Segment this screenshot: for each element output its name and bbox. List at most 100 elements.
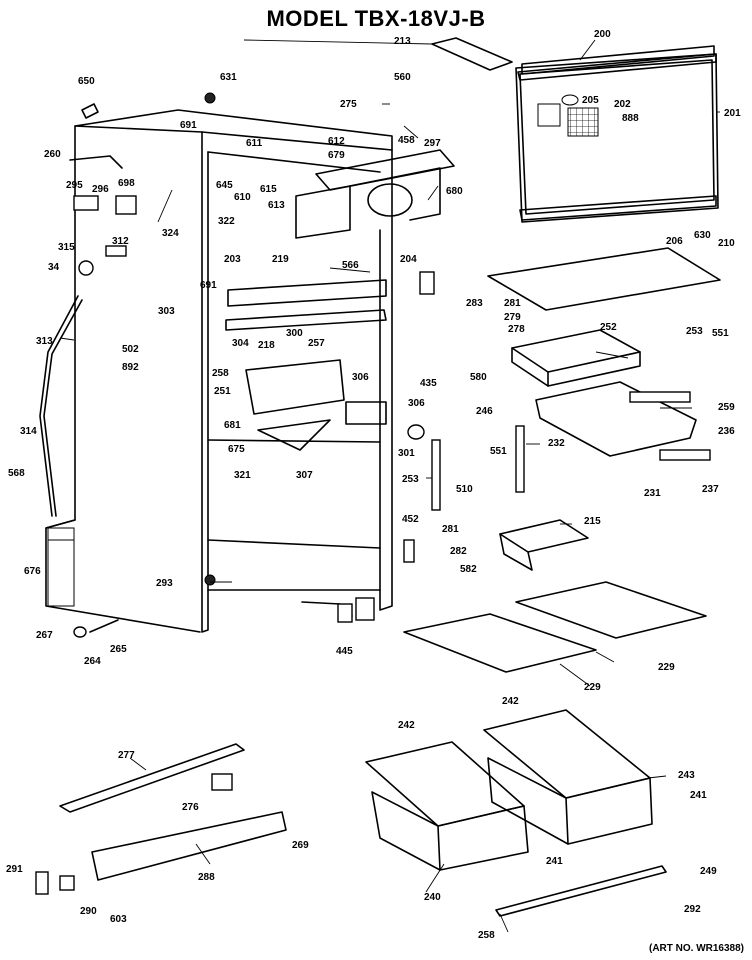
callout-293: 293 (156, 578, 173, 589)
shelf-229-left (403, 613, 597, 673)
callout-283: 283 (466, 298, 483, 309)
callout-213: 213 (394, 36, 411, 47)
callout-201: 201 (724, 108, 741, 119)
callout-630: 630 (694, 230, 711, 241)
callout-679: 679 (328, 150, 345, 161)
callout-675: 675 (228, 444, 245, 455)
callout-582: 582 (460, 564, 477, 575)
callout-260: 260 (44, 149, 61, 160)
callout-219: 219 (272, 254, 289, 265)
callout-257: 257 (308, 338, 325, 349)
crisper-right (483, 709, 653, 845)
callout-241-left: 241 (546, 856, 563, 867)
callout-307: 307 (296, 470, 313, 481)
callout-452: 452 (402, 514, 419, 525)
callout-200: 200 (594, 29, 611, 40)
callout-650: 650 (78, 76, 95, 87)
callout-246: 246 (476, 406, 493, 417)
callout-34: 34 (48, 262, 60, 273)
callout-306-bot: 306 (408, 398, 425, 409)
crisper-left (365, 741, 529, 871)
callout-510: 510 (456, 484, 473, 495)
callout-322: 322 (218, 216, 235, 227)
callout-315: 315 (58, 242, 75, 253)
callout-631: 631 (220, 72, 237, 83)
callout-282: 282 (450, 546, 467, 557)
callout-279: 279 (504, 312, 521, 323)
callout-290: 290 (80, 906, 97, 917)
callout-258-mid: 258 (212, 368, 229, 379)
callout-206: 206 (666, 236, 683, 247)
callout-313: 313 (36, 336, 53, 347)
shelf-206 (487, 247, 721, 311)
callout-314: 314 (20, 426, 37, 437)
callout-312: 312 (112, 236, 129, 247)
callout-269: 269 (292, 840, 309, 851)
callout-277: 277 (118, 750, 135, 761)
callout-259: 259 (718, 402, 735, 413)
callout-698: 698 (118, 178, 135, 189)
callout-300: 300 (286, 328, 303, 339)
callout-888: 888 (622, 113, 639, 124)
callout-291: 291 (6, 864, 23, 875)
callout-275: 275 (340, 99, 357, 110)
callout-303: 303 (158, 306, 175, 317)
drain-tube (39, 295, 83, 517)
callout-281-bot: 281 (442, 524, 459, 535)
callout-236: 236 (718, 426, 735, 437)
callout-242-right: 242 (502, 696, 519, 707)
control-housing (225, 279, 387, 451)
shelf-229-right (515, 581, 707, 639)
callout-249: 249 (700, 866, 717, 877)
drawer-slide-258 (495, 865, 667, 917)
callout-215: 215 (584, 516, 601, 527)
callout-297: 297 (424, 138, 441, 149)
butter-bin (499, 519, 589, 571)
door-assembly (515, 45, 719, 223)
callout-258-bot: 258 (478, 930, 495, 941)
callout-232: 232 (548, 438, 565, 449)
callout-691-top: 691 (180, 120, 197, 131)
callout-324: 324 (162, 228, 179, 239)
callout-203: 203 (224, 254, 241, 265)
callout-458: 458 (398, 135, 415, 146)
callout-681: 681 (224, 420, 241, 431)
callout-304: 304 (232, 338, 249, 349)
callout-292: 292 (684, 904, 701, 915)
callout-231: 231 (644, 488, 661, 499)
callout-580: 580 (470, 372, 487, 383)
callout-296: 296 (92, 184, 109, 195)
art-number: (ART NO. WR16388) (648, 943, 744, 954)
callout-680: 680 (446, 186, 463, 197)
callout-240: 240 (424, 892, 441, 903)
callout-445: 445 (336, 646, 353, 657)
callout-252: 252 (600, 322, 617, 333)
callout-267: 267 (36, 630, 53, 641)
callout-253-top: 253 (686, 326, 703, 337)
callout-237: 237 (702, 484, 719, 495)
callout-210: 210 (718, 238, 735, 249)
callout-295: 295 (66, 180, 83, 191)
callout-labels: 213 200 650 631 560 275 205 202 888 201 … (6, 29, 741, 941)
callout-502: 502 (122, 344, 139, 355)
callout-242-left: 242 (398, 720, 415, 731)
callout-560: 560 (394, 72, 411, 83)
callout-202: 202 (614, 99, 631, 110)
callout-551-top: 551 (712, 328, 729, 339)
evaporator (295, 149, 455, 239)
callout-264: 264 (84, 656, 101, 667)
callout-610: 610 (234, 192, 251, 203)
callout-603: 603 (110, 914, 127, 925)
callout-276: 276 (182, 802, 199, 813)
callout-205: 205 (582, 95, 599, 106)
callout-645: 645 (216, 180, 233, 191)
callout-229-left: 229 (584, 682, 601, 693)
callout-676: 676 (24, 566, 41, 577)
callout-612: 612 (328, 136, 345, 147)
callout-204: 204 (400, 254, 417, 265)
diagram-title: MODEL TBX-18VJ-B (266, 6, 486, 31)
callout-435: 435 (420, 378, 437, 389)
callout-566: 566 (342, 260, 359, 271)
callout-321: 321 (234, 470, 251, 481)
misc-parts (35, 92, 711, 895)
